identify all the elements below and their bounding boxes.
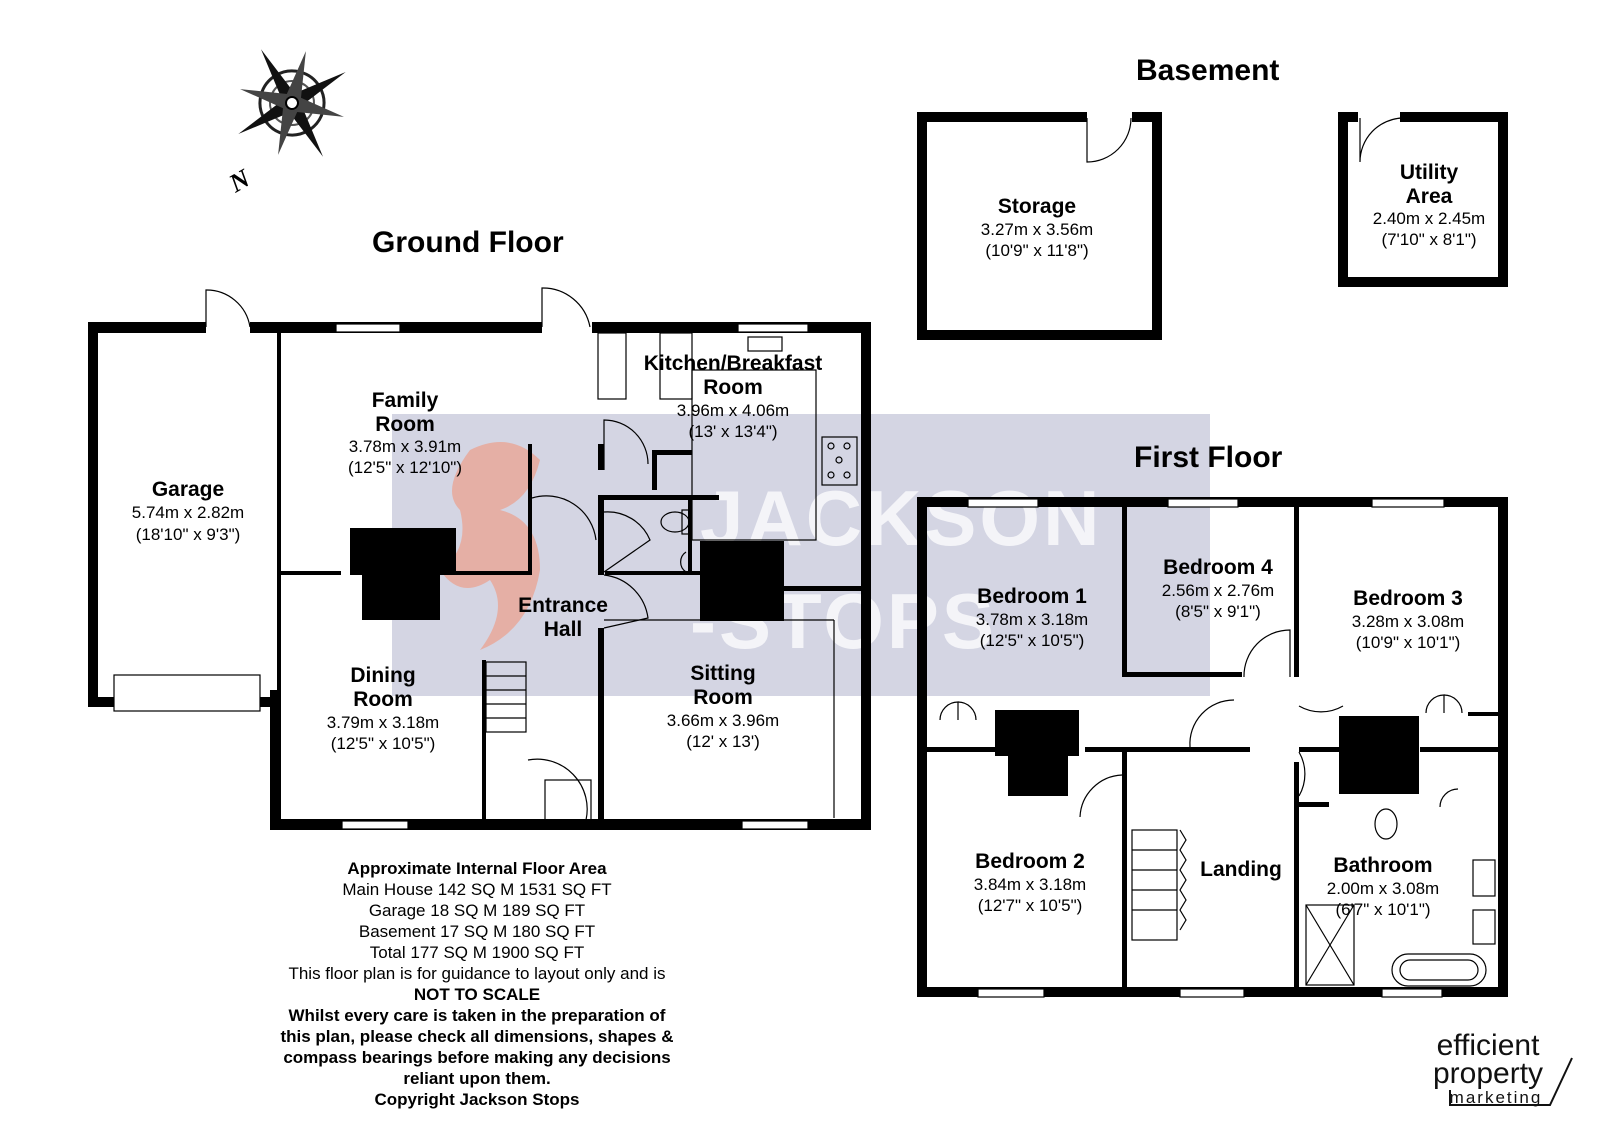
bedroom3-name: Bedroom 3 [1353, 587, 1463, 610]
area-disclaimer-2: this plan, please check all dimensions, … [280, 1027, 673, 1046]
landing-name: Landing [1200, 858, 1282, 881]
bedroom3-metric: 3.28m x 3.08m [1352, 612, 1464, 631]
basement-plan [917, 112, 1508, 340]
ground-floor-fixtures [113, 287, 858, 830]
area-garage: Garage 18 SQ M 189 SQ FT [369, 901, 585, 920]
bathroom-name: Bathroom [1333, 854, 1432, 877]
family-imperial: (12'5" x 12'10") [348, 458, 462, 477]
dining-name-1: Dining [350, 664, 415, 687]
bedroom3-imperial: (10'9" x 10'1") [1356, 633, 1461, 652]
area-total: Total 177 SQ M 1900 SQ FT [370, 943, 584, 962]
family-name-1: Family [372, 389, 439, 412]
area-main-house: Main House 142 SQ M 1531 SQ FT [342, 880, 611, 899]
family-metric: 3.78m x 3.91m [349, 437, 461, 456]
brand-line2: property [1433, 1057, 1543, 1090]
garage-imperial: (18'10" x 9'3") [136, 525, 241, 544]
bedroom4-metric: 2.56m x 2.76m [1162, 581, 1274, 600]
bathroom-imperial: (6'7" x 10'1") [1335, 900, 1430, 919]
brand-logo: efficient property marketing [1433, 1029, 1573, 1107]
room-labels: Garage 5.74m x 2.82m (18'10" x 9'3") Fam… [132, 161, 1485, 919]
brand-line1: efficient [1437, 1029, 1541, 1062]
bathroom-metric: 2.00m x 3.08m [1327, 879, 1439, 898]
area-not-to-scale: NOT TO SCALE [414, 985, 540, 1004]
bedroom4-imperial: (8'5" x 9'1") [1175, 602, 1261, 621]
bedroom1-imperial: (12'5" x 10'5") [980, 631, 1085, 650]
family-name-2: Room [375, 413, 435, 436]
sitting-name-1: Sitting [690, 662, 755, 685]
sitting-metric: 3.66m x 3.96m [667, 711, 779, 730]
sitting-name-2: Room [693, 686, 753, 709]
watermark-logo-icon [440, 442, 540, 650]
area-disclaimer-3: compass bearings before making any decis… [283, 1048, 670, 1067]
utility-imperial: (7'10" x 8'1") [1381, 230, 1476, 249]
bedroom4-name: Bedroom 4 [1163, 556, 1273, 579]
utility-name-1: Utility [1400, 161, 1459, 184]
entrance-name-2: Hall [544, 618, 583, 641]
garage-metric: 5.74m x 2.82m [132, 503, 244, 522]
compass-rose-icon [238, 49, 346, 157]
area-disclaimer-1: Whilst every care is taken in the prepar… [289, 1006, 666, 1025]
dining-imperial: (12'5" x 10'5") [331, 734, 436, 753]
north-label: N [223, 163, 256, 199]
kitchen-name-2: Room [703, 376, 763, 399]
ground-floor-title: Ground Floor [372, 226, 564, 259]
sitting-imperial: (12' x 13') [686, 732, 760, 751]
bedroom1-metric: 3.78m x 3.18m [976, 610, 1088, 629]
area-heading: Approximate Internal Floor Area [347, 859, 607, 878]
dining-metric: 3.79m x 3.18m [327, 713, 439, 732]
kitchen-name-1: Kitchen/Breakfast [644, 352, 823, 375]
brand-swoosh-icon [1449, 1057, 1573, 1106]
area-info: Approximate Internal Floor Area Main Hou… [280, 859, 673, 1109]
storage-name: Storage [998, 195, 1076, 218]
bedroom2-metric: 3.84m x 3.18m [974, 875, 1086, 894]
basement-doors [1086, 117, 1403, 163]
entrance-name-1: Entrance [518, 594, 608, 617]
area-basement: Basement 17 SQ M 180 SQ FT [359, 922, 595, 941]
watermark: JACKSON -STOPS [392, 414, 1210, 696]
bedroom2-imperial: (12'7" x 10'5") [978, 896, 1083, 915]
brand-line3: marketing [1450, 1088, 1543, 1107]
first-floor-title: First Floor [1134, 441, 1283, 474]
first-floor-fixtures [939, 498, 1496, 998]
basement-title: Basement [1136, 54, 1279, 87]
area-disclaimer-4: reliant upon them. [403, 1069, 550, 1088]
utility-name-2: Area [1406, 185, 1453, 208]
area-copyright: Copyright Jackson Stops [375, 1090, 580, 1109]
storage-imperial: (10'9" x 11'8") [985, 241, 1088, 260]
garage-name: Garage [152, 478, 224, 501]
bedroom1-name: Bedroom 1 [977, 585, 1087, 608]
utility-metric: 2.40m x 2.45m [1373, 209, 1485, 228]
dining-name-2: Room [353, 688, 413, 711]
area-guidance: This floor plan is for guidance to layou… [288, 964, 665, 983]
kitchen-imperial: (13' x 13'4") [688, 422, 777, 441]
storage-metric: 3.27m x 3.56m [981, 220, 1093, 239]
kitchen-metric: 3.96m x 4.06m [677, 401, 789, 420]
bedroom2-name: Bedroom 2 [975, 850, 1085, 873]
